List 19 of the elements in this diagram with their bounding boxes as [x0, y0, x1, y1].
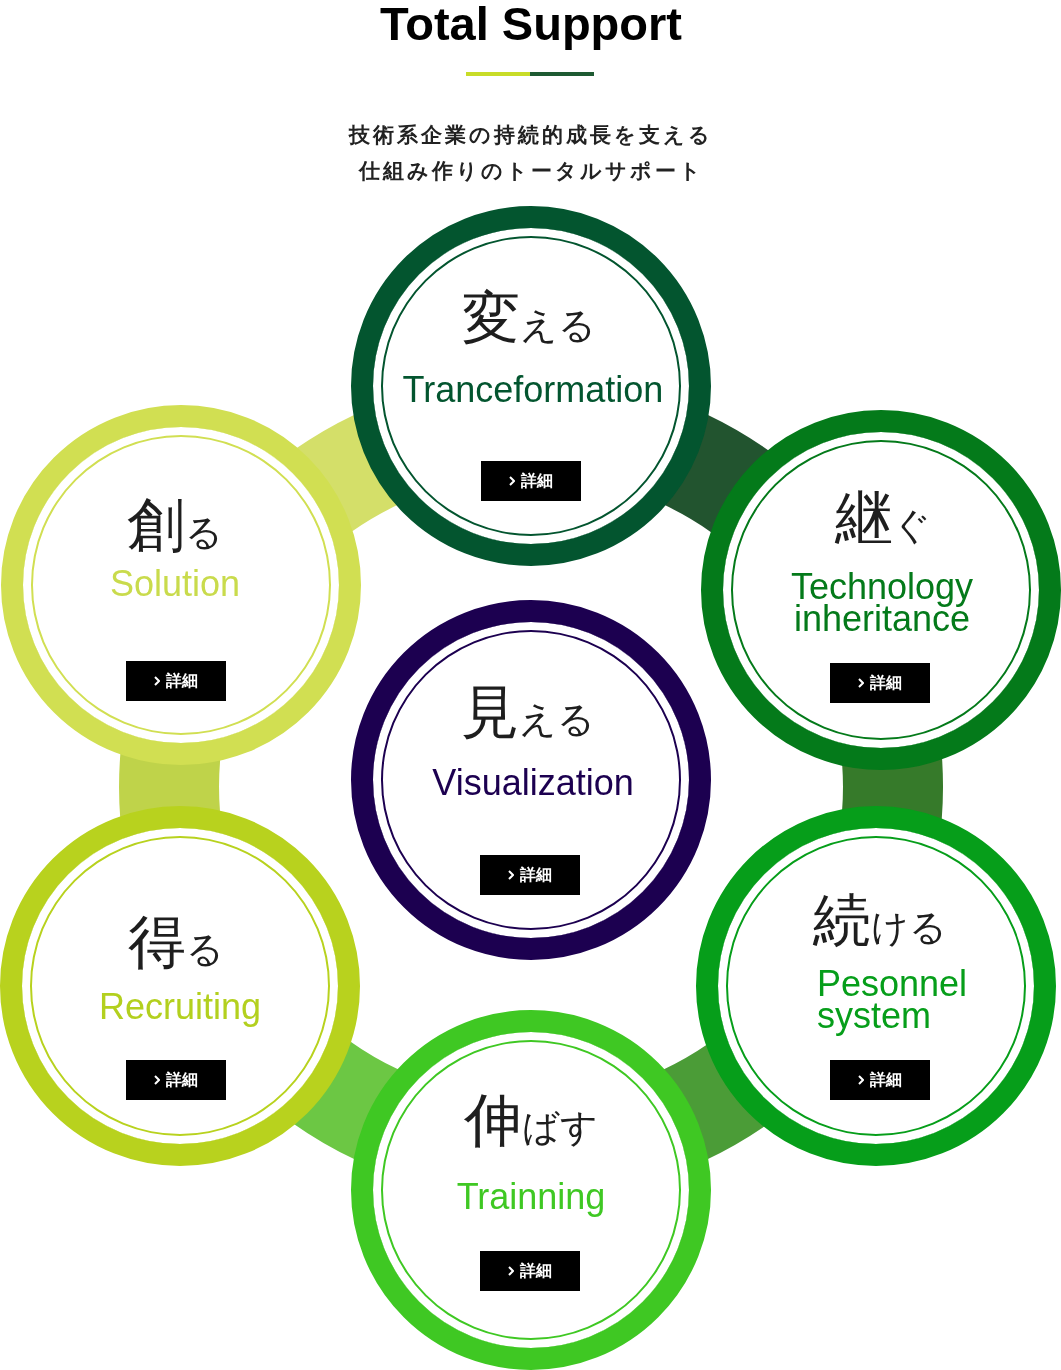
detail-button: 詳細 [830, 663, 930, 703]
detail-button: 詳細 [126, 1060, 226, 1100]
detail-button: 詳細 [480, 855, 580, 895]
heading-text: 創る [127, 496, 223, 554]
heading-text: 継ぐ [835, 489, 931, 547]
english-label: Solution [109, 568, 241, 600]
detail-button: 詳細 [481, 461, 581, 501]
heading-text: 得る [128, 913, 224, 971]
heading-text: 続ける [813, 891, 947, 949]
heading-text: 変える [462, 289, 596, 347]
detail-button: 詳細 [830, 1060, 930, 1100]
subtitle: 技術系企業の持続的成長を支える仕組み作りのトータルサポート [347, 121, 714, 185]
detail-button: 詳細 [126, 661, 226, 701]
english-label: Tranceformation [402, 374, 664, 406]
heading-text: 見える [461, 683, 595, 741]
english-label: Visualization [432, 767, 634, 799]
english-label: Technology inheritance [790, 571, 974, 635]
heading-text: 伸ばす [464, 1091, 598, 1149]
detail-button: 詳細 [480, 1251, 580, 1291]
